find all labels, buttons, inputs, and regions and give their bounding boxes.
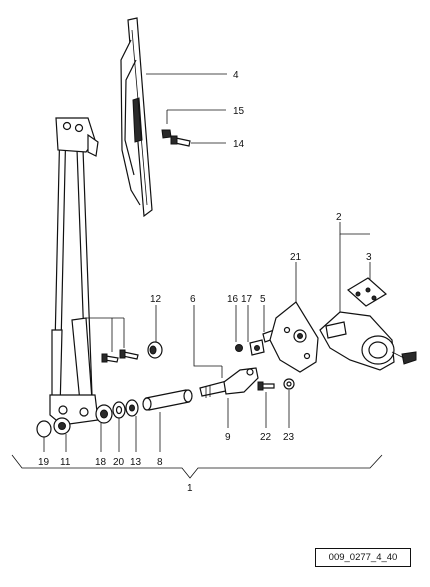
callout-12: 12 (150, 294, 162, 305)
callout-19: 20 (113, 457, 125, 468)
callout-9: 9 (225, 432, 231, 443)
bracket-part (346, 277, 388, 307)
small-screws-part (101, 349, 139, 363)
callout-14: 15 (233, 106, 245, 117)
callout-13: 14 (233, 139, 245, 150)
cap-part (36, 420, 52, 438)
callout-20: 21 (290, 252, 302, 263)
nut-part (161, 129, 172, 139)
callout-2: 2 (336, 212, 342, 223)
washer-11-part (125, 399, 139, 417)
callout-17: 18 (95, 457, 107, 468)
washer-22-part (283, 378, 295, 390)
washer-19-part (112, 401, 126, 419)
screw-part (170, 135, 191, 147)
callout-22: 23 (283, 432, 295, 443)
callout-4: 4 (233, 70, 239, 81)
link-part (249, 339, 265, 356)
callout-10: 11 (60, 457, 71, 468)
bushing-part (147, 341, 163, 359)
callout-8: 8 (157, 457, 163, 468)
callout-16: 17 (241, 294, 253, 305)
callout-15: 16 (227, 294, 239, 305)
callout-3: 3 (366, 252, 372, 263)
callout-18: 19 (38, 457, 50, 468)
screw-21-part (257, 381, 275, 391)
wiper-blade-part (120, 17, 153, 218)
wiper-arm-part (49, 117, 99, 426)
drawing-reference-code: 009_0277_4_40 (315, 548, 411, 567)
callout-6: 6 (190, 294, 196, 305)
leader-lines (11, 73, 383, 479)
callout-11: 13 (130, 457, 142, 468)
callout-5: 5 (260, 294, 266, 305)
clip-part (235, 344, 243, 352)
bush-17-part (95, 404, 113, 424)
callout-21: 22 (260, 432, 272, 443)
callout-1: 1 (187, 483, 193, 494)
wiper-motor-part (319, 311, 417, 371)
spindle-part (142, 389, 193, 411)
callout-labels: 4 15 14 2 3 21 12 6 16 17 5 9 22 23 19 1… (38, 70, 372, 494)
nut-10-part (53, 417, 71, 435)
mounting-plate-part (269, 301, 319, 373)
crank-lever-part (199, 367, 259, 398)
